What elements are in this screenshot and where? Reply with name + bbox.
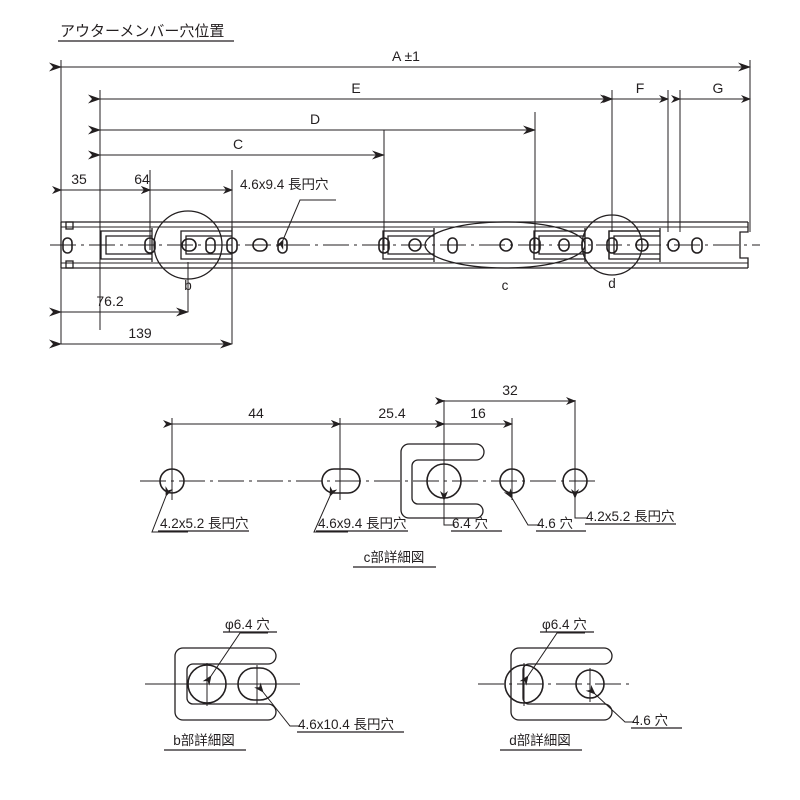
detail-d-caption: d部詳細図	[509, 733, 571, 748]
dimension-A: A ±1	[49, 48, 751, 72]
dimension-D: D	[88, 111, 536, 135]
dimension-C-label: C	[233, 136, 243, 152]
detail-d-callout-phi64-label: φ6.4 穴	[542, 617, 587, 632]
detail-b-caption: b部詳細図	[173, 733, 235, 748]
dimension-35-label: 35	[71, 171, 87, 187]
detail-c-callout-slot-46x94-label: 4.6x9.4 長円穴	[318, 516, 407, 531]
detail-c-callout-slot-42x52-left: 4.2x5.2 長円穴	[151, 486, 249, 533]
detail-c-extension-lines	[171, 400, 576, 500]
detail-c-callout-slot-42x52-left-label: 4.2x5.2 長円穴	[160, 516, 249, 531]
detail-d-callout-hole-46: 4.6 穴	[585, 684, 682, 729]
page-title: アウターメンバー穴位置	[60, 23, 224, 40]
detail-c-view: 44 25.4 16 32	[140, 382, 676, 568]
dimension-G: G	[671, 80, 751, 103]
detail-mark-b-label: b	[184, 278, 192, 293]
detail-c-hole-slot-46x94	[321, 468, 361, 494]
detail-b-callout-slot-46x104-label: 4.6x10.4 長円穴	[298, 717, 394, 732]
detail-c-caption: c部詳細図	[364, 550, 425, 565]
dimension-139: 139	[49, 325, 233, 349]
detail-d-callout-hole-46-label: 4.6 穴	[632, 713, 668, 728]
detail-c-callout-hole-46: 4.6 穴	[503, 488, 586, 532]
dimension-F-label: F	[636, 80, 645, 96]
detail-mark-c-ellipse	[424, 221, 586, 269]
detail-c-callout-slot-42x52-right-label: 4.2x5.2 長円穴	[586, 509, 675, 524]
dimension-F: F	[603, 80, 669, 103]
dimension-64-label: 64	[134, 171, 150, 187]
detail-mark-c-label: c	[502, 278, 509, 293]
detail-d-view: φ6.4 穴 4.6 穴 d部詳細図	[478, 617, 682, 751]
callout-slot-46x94-main: 4.6x9.4 長円穴	[240, 177, 336, 250]
rail-bracket-2	[180, 228, 233, 262]
detail-b-callout-phi64-label: φ6.4 穴	[225, 617, 270, 632]
rail-outline	[60, 221, 749, 269]
detail-c-dimension-32-label: 32	[502, 382, 518, 398]
detail-c-callout-hole-64-label: 6.4 穴	[452, 516, 488, 531]
dimension-A-label: A ±1	[392, 48, 420, 64]
detail-c-dimension-16: 16	[435, 405, 513, 428]
detail-b-callout-slot-46x104: 4.6x10.4 長円穴	[254, 682, 404, 733]
dimension-E: E	[88, 80, 613, 104]
detail-mark-b-circle	[153, 210, 223, 280]
detail-d-callout-phi64: φ6.4 穴	[519, 617, 594, 686]
dimension-C: C	[88, 136, 385, 160]
detail-b-view: φ6.4 穴 4.6x10.4 長円穴 b部詳細図	[145, 617, 404, 751]
dimension-76-2-label: 76.2	[96, 293, 123, 309]
detail-mark-d-circle	[581, 214, 643, 276]
detail-c-dimension-44-label: 44	[248, 405, 264, 421]
detail-c-dimension-25-4: 25.4	[331, 405, 445, 428]
rail-holes	[62, 237, 703, 254]
dimension-64: 64	[134, 171, 233, 194]
detail-c-dimension-16-label: 16	[470, 405, 486, 421]
detail-c-bracket	[400, 443, 485, 519]
rail-bracket-1	[100, 228, 153, 262]
detail-mark-d-label: d	[608, 276, 616, 291]
detail-c-callout-slot-42x52-right: 4.2x5.2 長円穴	[571, 489, 676, 525]
dimension-D-label: D	[310, 111, 320, 127]
detail-c-callout-hole-64: 6.4 穴	[440, 491, 502, 532]
detail-b-callout-phi64: φ6.4 穴	[202, 617, 277, 686]
detail-c-dimension-44: 44	[163, 405, 341, 428]
rail-bracket-5	[608, 228, 661, 262]
dimension-G-label: G	[713, 80, 724, 96]
main-view-extension-lines	[60, 60, 751, 344]
detail-c-callout-slot-46x94: 4.6x9.4 長円穴	[313, 486, 408, 533]
dimension-35: 35	[52, 171, 151, 194]
dimension-76-2: 76.2	[49, 293, 189, 317]
callout-slot-46x94-main-label: 4.6x9.4 長円穴	[240, 177, 329, 192]
rail-left-end-markers	[65, 221, 74, 269]
detail-c-dimension-32: 32	[435, 382, 576, 405]
dimension-139-label: 139	[128, 325, 152, 341]
dimension-E-label: E	[351, 80, 360, 96]
detail-c-callout-hole-46-label: 4.6 穴	[537, 516, 573, 531]
detail-c-dimension-25-4-label: 25.4	[378, 405, 405, 421]
